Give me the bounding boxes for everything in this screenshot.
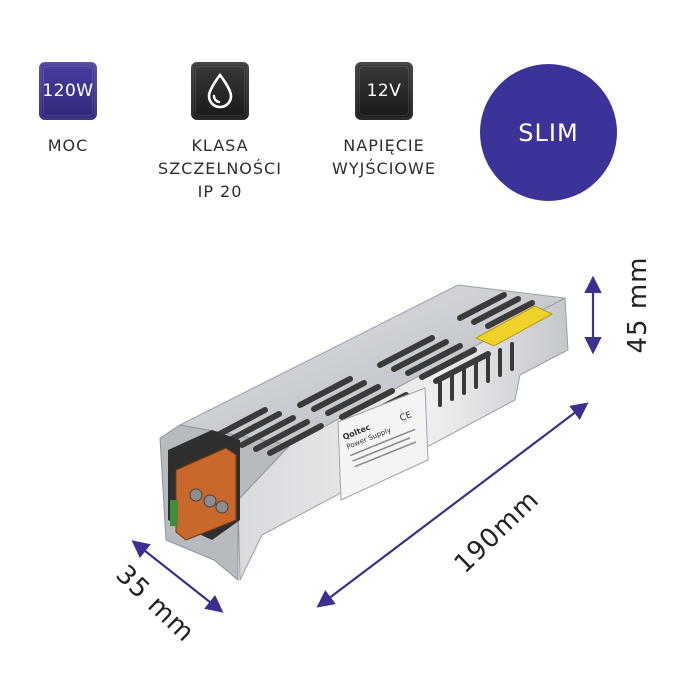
ip-label: KLASA SZCZELNOŚCI IP 20: [150, 134, 290, 203]
slim-badge: SLIM: [480, 64, 617, 201]
ip-label-line-1: KLASA: [191, 136, 249, 155]
power-value: 120W: [42, 81, 94, 101]
power-tile: 120W: [39, 62, 97, 120]
voltage-value: 12V: [366, 81, 402, 101]
ip-label-line-3: IP 20: [197, 182, 243, 201]
ip-tile: [191, 62, 249, 120]
length-arrow: [316, 402, 589, 608]
ip-label-line-2: SZCZELNOŚCI: [158, 159, 282, 178]
feature-voltage: 12V NAPIĘCIE WYJŚCIOWE: [314, 62, 454, 180]
terminal-block: [168, 430, 240, 541]
voltage-label-line-2: WYJŚCIOWE: [332, 159, 436, 178]
voltage-tile: 12V: [355, 62, 413, 120]
front-vents: [438, 342, 514, 407]
feature-ip-class: KLASA SZCZELNOŚCI IP 20: [150, 62, 290, 203]
height-dimension: 45 mm: [623, 256, 653, 354]
slim-badge-text: SLIM: [518, 118, 579, 147]
water-drop-icon: [207, 73, 233, 109]
voltage-label: NAPIĘCIE WYJŚCIOWE: [314, 134, 454, 180]
voltage-label-line-1: NAPIĘCIE: [343, 136, 425, 155]
power-label: MOC: [30, 134, 106, 157]
width-arrow: [131, 540, 224, 613]
power-label-line: MOC: [47, 136, 89, 155]
feature-power: 120W MOC: [30, 62, 106, 157]
